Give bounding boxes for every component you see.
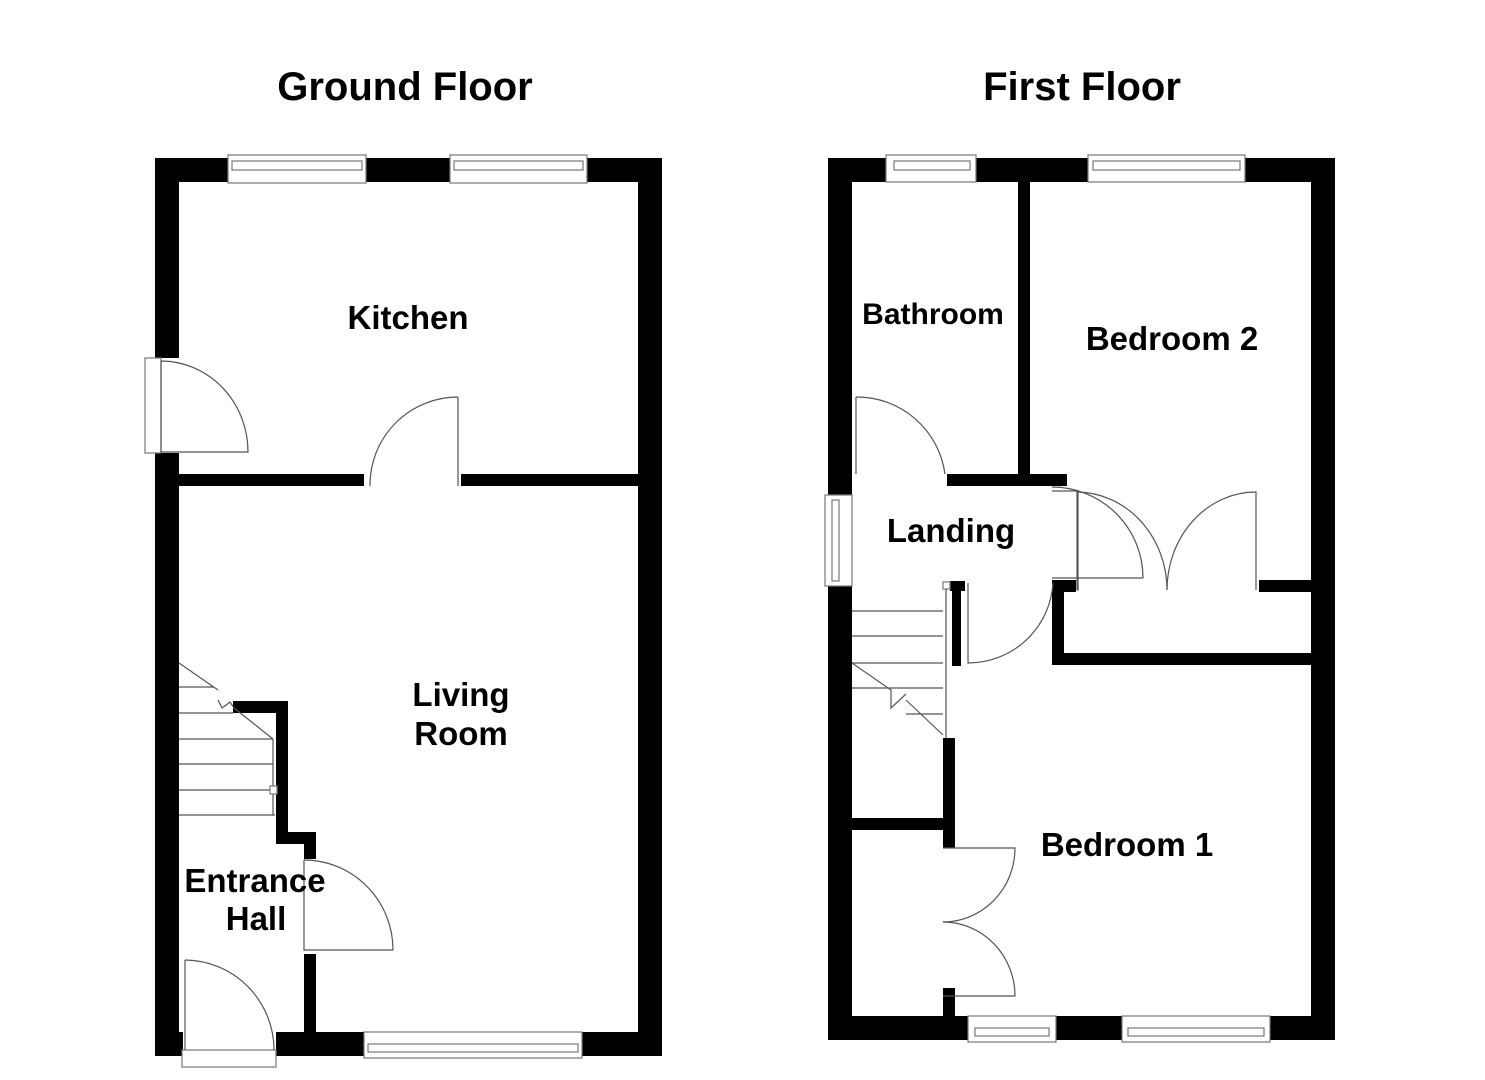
kitchen-window-right xyxy=(449,154,588,184)
bedroom-1-label: Bedroom 1 xyxy=(1041,826,1213,863)
first-floor-walls xyxy=(828,158,1335,1040)
bedroom-1-window-right xyxy=(1121,1015,1271,1043)
front-door xyxy=(181,959,277,1068)
hall-living-door xyxy=(303,859,394,951)
entrance-hall-label-line1: Entrance xyxy=(184,862,325,899)
first-floor-stairs xyxy=(851,581,951,738)
ground-floor-title: Ground Floor xyxy=(277,65,533,109)
bathroom-label: Bathroom xyxy=(862,298,1004,331)
ground-floor-windows xyxy=(227,154,588,1059)
kitchen-side-door xyxy=(144,357,249,454)
bathroom-door xyxy=(855,396,946,475)
bedroom-2-window xyxy=(1087,154,1246,183)
living-room-label-line1: Living xyxy=(412,676,509,713)
bedroom-2-label: Bedroom 2 xyxy=(1086,320,1258,357)
bedroom-1-window-left xyxy=(967,1015,1057,1043)
bedroom-2-door xyxy=(1051,486,1144,591)
kitchen-label: Kitchen xyxy=(347,299,468,336)
ground-floor-plan: Kitchen Living Room Entrance Hall xyxy=(144,154,662,1068)
kitchen-window-left xyxy=(227,154,367,184)
ground-floor-doors xyxy=(144,357,459,1068)
first-floor-plan: Bathroom Bedroom 2 Landing Bedroom 1 xyxy=(824,154,1335,1043)
landing-label: Landing xyxy=(887,512,1015,549)
bathroom-window xyxy=(885,154,977,183)
first-floor-doors xyxy=(855,396,1257,997)
bedroom-1-door xyxy=(967,582,1054,664)
ground-floor-stairs xyxy=(178,662,278,816)
living-room-window xyxy=(363,1031,583,1059)
bedroom-2-cupboard-doors xyxy=(1076,491,1257,591)
living-room-label-line2: Room xyxy=(414,715,508,752)
bedroom-1-cupboard-doors xyxy=(942,847,1016,997)
first-floor-title: First Floor xyxy=(983,65,1181,109)
first-floor-windows xyxy=(824,154,1271,1043)
kitchen-living-door xyxy=(369,396,459,487)
ground-floor-walls xyxy=(155,158,662,1056)
landing-window xyxy=(824,494,853,587)
entrance-hall-label-line2: Hall xyxy=(226,900,287,937)
